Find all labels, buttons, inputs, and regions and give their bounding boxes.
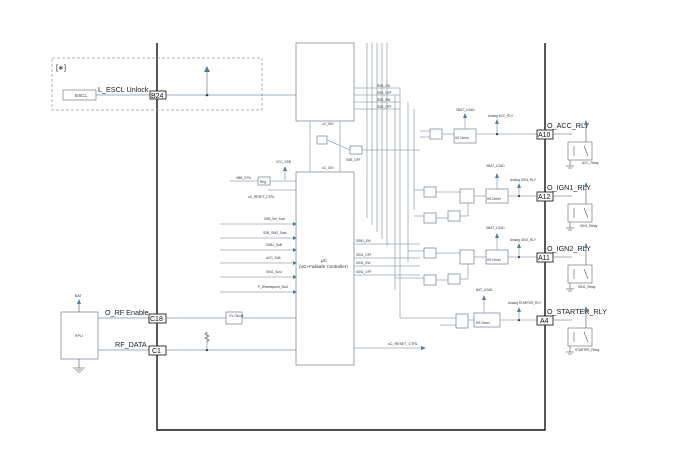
uc-inputs	[220, 222, 297, 294]
escl-pullup-arrow-icon	[204, 66, 210, 72]
vcc-ssb-arrow-icon	[283, 166, 287, 171]
starter-vbat-label: BAT_LOAD	[476, 288, 493, 292]
reset-ctrl-label: uC_RESET_CTRL	[388, 342, 418, 346]
top-line-3: SSB_SW	[377, 98, 390, 102]
starter-relay-icon	[567, 306, 593, 347]
escl-signal-label: L_ESCL Unlock	[98, 85, 149, 94]
top-line-1: SSB_ON	[377, 84, 391, 88]
reset-ctrl-arrow-icon	[421, 346, 426, 350]
uc-side-label-2: uC_IGN	[322, 166, 334, 170]
relay-ground-icons	[566, 160, 574, 355]
ign2-output-label: O_IGN2_RLY	[547, 244, 591, 253]
top-line-2: SSB_OFF	[377, 91, 392, 95]
pin-a12-label: A12	[538, 194, 551, 201]
starter-chain	[400, 295, 537, 329]
uc-main-block	[295, 171, 355, 366]
acc-output-label: O_ACC_RLY	[547, 121, 589, 130]
uc-side-label-1: uC_IGN	[322, 122, 334, 126]
ign2-analog-label: Analog IGN2_RLY	[510, 238, 537, 242]
ign1-relay-icon	[567, 182, 593, 223]
pin-c1-label: C1	[152, 348, 161, 355]
ign2-vbat-label: VBAT_LOAD	[486, 226, 505, 230]
escl-group-tag: [∗]	[56, 63, 66, 72]
rpu-box	[60, 311, 99, 360]
uc-subtitle: (uC+Failsafe Controller)	[299, 264, 348, 269]
acc-relay-label: ACC_Relay	[582, 161, 599, 165]
uc-output-2: IGN1_OFF	[356, 253, 372, 257]
ign1-relay-label: IGN1_Relay	[580, 224, 598, 228]
uc-input-5: IGN2_Sust	[266, 270, 282, 274]
rf-enable-label: O_RF Enable	[105, 308, 149, 317]
gate-link	[326, 139, 351, 151]
acc-relay-icon	[567, 120, 593, 161]
uc-input-2: SSB_SW2_Sust	[263, 231, 286, 235]
uc-input-1: SSB_Sel_Sust	[264, 217, 285, 221]
acc-vbat-label: VBAT_LOAD	[456, 108, 475, 112]
uc-outputs	[354, 243, 420, 276]
pin-c18-label: C18	[150, 316, 163, 323]
ign2-chain	[395, 233, 537, 286]
bat-label: BAT	[75, 294, 83, 298]
uc-output-1: SSB1_ON	[356, 239, 371, 243]
reg-box-label: Reg	[260, 180, 266, 184]
starter-output-label: O_STARTER_RLY	[547, 307, 607, 316]
ign1-vbat-label: VBAT_LOAD	[486, 164, 505, 168]
pin-a10	[536, 129, 554, 140]
uc-output-4: IGN2_OFF	[356, 270, 372, 274]
ign1-chain	[414, 173, 537, 224]
pin-a4	[536, 315, 554, 326]
acc-chain	[420, 113, 537, 144]
ign2-driver-label: HS Driver	[487, 258, 502, 262]
escl-group-box	[51, 57, 263, 111]
uc-title: μC	[321, 258, 328, 263]
pin-a12	[536, 191, 554, 202]
ign2-relay-label: IGN2_Relay	[578, 285, 596, 289]
rf-data-resistor-icon	[204, 331, 210, 343]
acc-analog-label: Analog ACC_RLY	[488, 114, 514, 118]
starter-relay-label: STARTER_Relay	[575, 348, 600, 352]
uc-vertical-bus	[354, 43, 415, 318]
uc-side-label-3: SSB_OFF	[346, 158, 361, 162]
gate-uc-a	[316, 135, 328, 145]
uc-input-6: P_Wheelspeed_Sust	[258, 285, 288, 289]
escl-box-label: ESCL	[75, 93, 87, 98]
pin-a11-label: A11	[538, 255, 550, 262]
rpu-label: RPU	[75, 334, 83, 338]
ign1-analog-label: Analog IGN1_RLY	[510, 178, 537, 182]
ign2-relay-icon	[567, 243, 593, 284]
acc-driver-label: HS Driver	[455, 136, 470, 140]
cv-circuit-label: CV Circuit	[229, 314, 243, 318]
top-line-4: SSB_OFF	[377, 105, 392, 109]
pin-c18	[148, 313, 167, 324]
starter-analog-label: Analog STARTER_RLY	[508, 301, 542, 305]
rpu-ground-icon	[73, 367, 85, 373]
vcc-ssb-label: VCC_SSB	[276, 160, 291, 164]
pin-b24-label: B24	[151, 93, 164, 100]
ign1-driver-label: HS Driver	[487, 197, 502, 201]
uc-input-4: ACC_SuB	[266, 256, 281, 260]
ecu-frame	[156, 43, 546, 431]
starter-driver-label: HS Driver	[476, 321, 491, 325]
uc-input-3: SSB1_SuB	[266, 243, 282, 247]
reset-label: uC_RESET_CTRL	[248, 195, 275, 199]
pin-a11	[536, 252, 554, 263]
pin-a10-label: A10	[538, 132, 551, 139]
uc-top-block	[295, 42, 355, 122]
bat-arrow-icon	[77, 299, 81, 304]
vbb-cpu-label: VBB_CPU	[236, 176, 252, 180]
pin-a4-label: A4	[540, 318, 549, 325]
uc-output-3: IGN2_SW	[356, 261, 370, 265]
rf-data-label: RF_DATA	[115, 340, 147, 349]
pin-c1	[148, 345, 167, 356]
ign1-output-label: O_IGN1_RLY	[547, 183, 591, 192]
gate-uc-b	[349, 145, 363, 155]
